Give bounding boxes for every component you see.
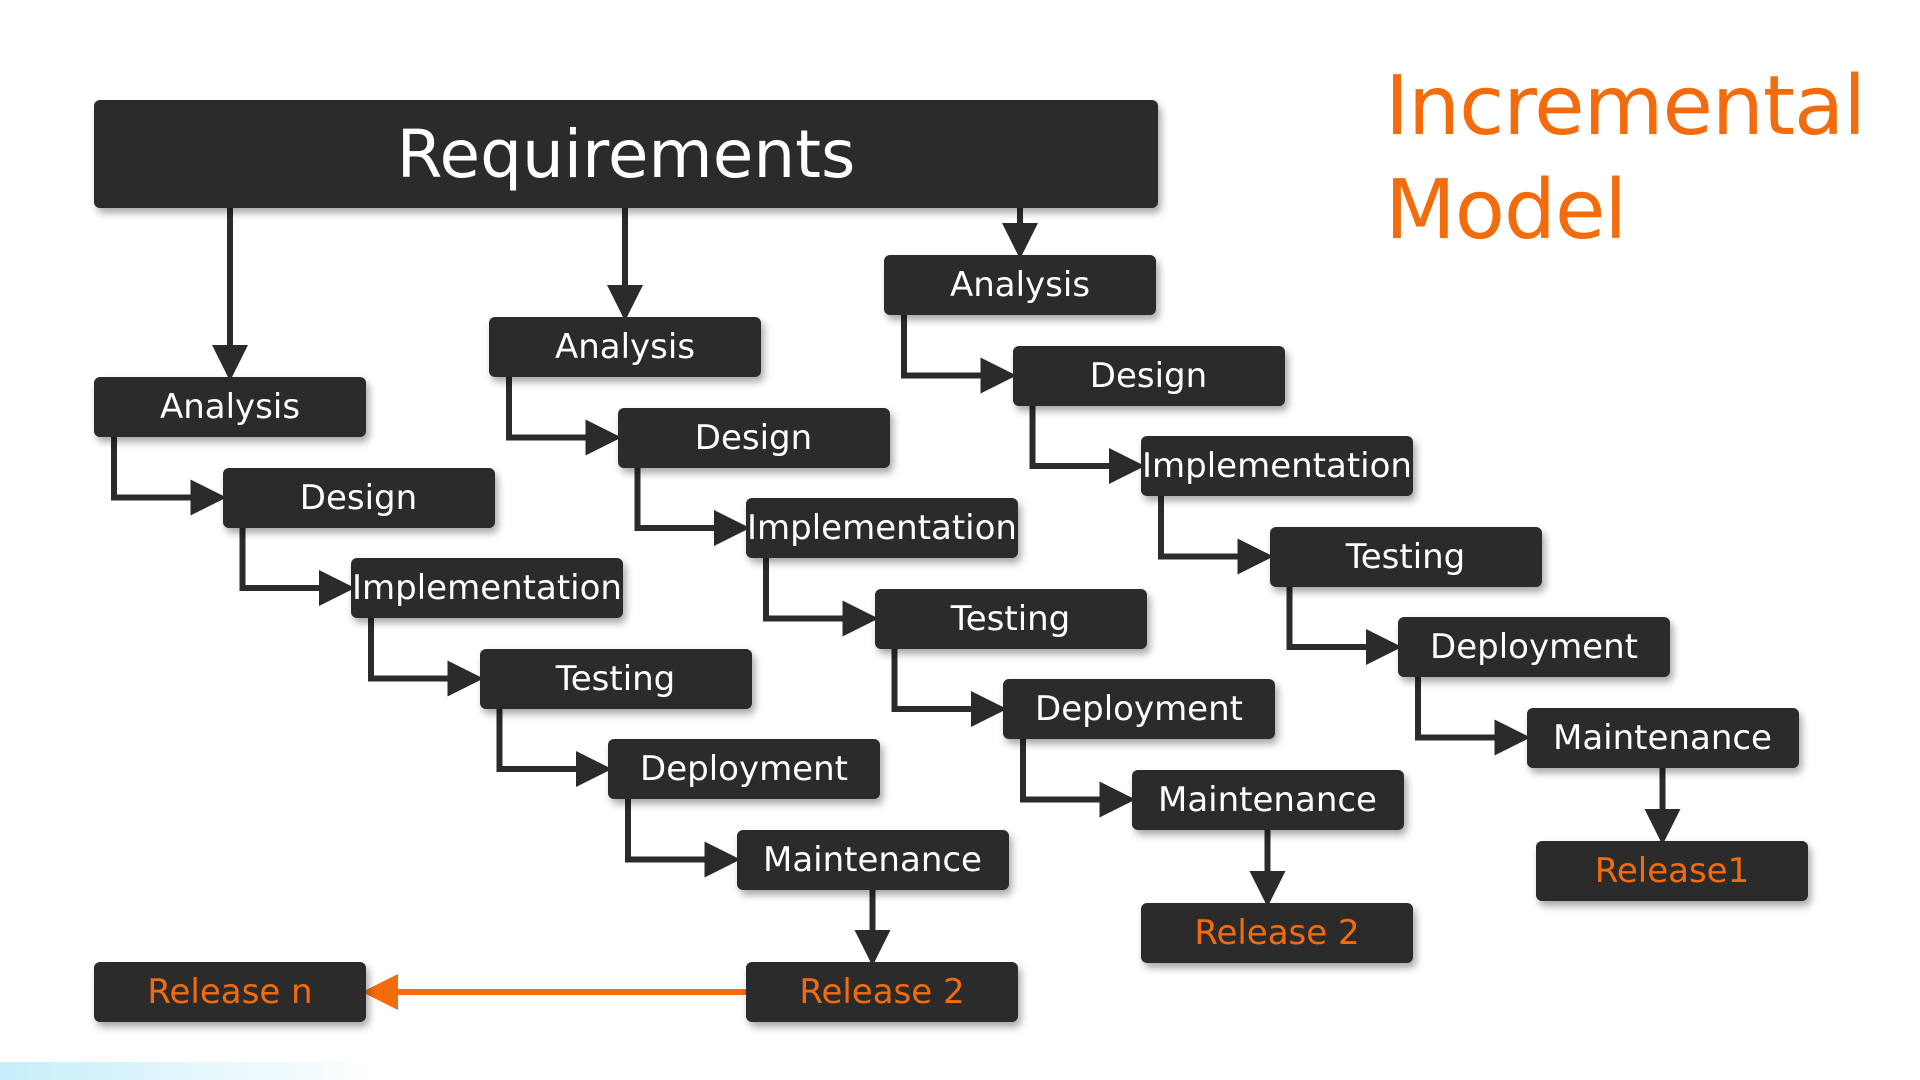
increment-3-analysis-label: Analysis: [949, 265, 1091, 305]
increment-2-analysis-box: Analysis: [489, 317, 761, 377]
increment-1-release-box: Release 2: [746, 962, 1018, 1022]
increment-2-step-arrow-5: [1020, 739, 1136, 818]
increment-3-implementation-box: Implementation: [1141, 436, 1413, 496]
increment-3-maintenance-label: Maintenance: [1553, 717, 1772, 758]
increment-2-step-arrow-4: [891, 648, 1007, 727]
increment-3-analysis-box: Analysis: [884, 255, 1156, 315]
increment-3-design-box: Design: [1012, 345, 1285, 406]
increment-2-release-label: Release 2: [1194, 913, 1360, 953]
increment-1-analysis-box: Analysis: [94, 377, 366, 437]
increment-2-design-box: Design: [617, 407, 890, 468]
final-release-label: Release n: [147, 972, 313, 1012]
increment-3-design-label: Design: [1089, 355, 1208, 396]
increment-3-deployment-box: Deployment: [1398, 617, 1670, 677]
increment-1-testing-label: Testing: [555, 658, 676, 699]
increment-1-maintenance-label: Maintenance: [763, 839, 982, 880]
increment-2-step-arrow-2: [634, 467, 750, 546]
increment-1-design-label: Design: [299, 477, 418, 518]
requirements-box: Requirements: [94, 100, 1158, 208]
increment-1-implementation-box: Implementation: [351, 558, 623, 618]
increment-3-step-arrow-4: [1286, 586, 1402, 665]
bottom-glow: [0, 1062, 380, 1080]
increment-1-implementation-label: Implementation: [352, 568, 622, 608]
title-line-1: Incremental: [1385, 59, 1866, 154]
increment-1-deployment-label: Deployment: [640, 749, 848, 789]
increment-3-step-arrow-2: [1029, 405, 1145, 484]
increment-2-maintenance-box: Maintenance: [1131, 769, 1404, 830]
increment-3-release-box: Release1: [1536, 841, 1808, 901]
increment-3-testing-box: Testing: [1269, 526, 1542, 587]
increment-1-step-arrow-1: [111, 437, 227, 516]
increment-2-deployment-label: Deployment: [1035, 689, 1243, 729]
increment-1-step-arrow-3: [368, 618, 484, 697]
final-release-box: Release n: [94, 962, 366, 1022]
increment-2-maintenance-label: Maintenance: [1158, 779, 1377, 820]
increment-1-design-box: Design: [222, 467, 495, 528]
increment-2-step-arrow-3: [763, 558, 879, 637]
increment-3-implementation-label: Implementation: [1142, 446, 1412, 486]
increment-1-analysis-label: Analysis: [159, 387, 301, 427]
increment-2-implementation-box: Implementation: [746, 498, 1018, 558]
increment-2-design-label: Design: [694, 417, 813, 458]
increment-1-step-arrow-2: [239, 527, 355, 606]
title-line-2: Model: [1385, 163, 1627, 258]
increment-2-implementation-label: Implementation: [747, 508, 1017, 548]
increment-3-step-arrow-5: [1415, 677, 1531, 756]
requirements-label: Requirements: [396, 115, 856, 193]
increment-2-step-arrow-1: [506, 377, 622, 456]
increment-1-deployment-box: Deployment: [608, 739, 880, 799]
increment-2-analysis-label: Analysis: [554, 327, 696, 367]
increment-2-release-box: Release 2: [1141, 903, 1413, 963]
diagram-title: Incremental Model: [1385, 55, 1866, 263]
increment-3-release-label: Release1: [1594, 851, 1750, 891]
increment-3-testing-label: Testing: [1345, 536, 1466, 577]
increment-3-maintenance-box: Maintenance: [1526, 707, 1799, 768]
increment-1-release-label: Release 2: [799, 972, 965, 1012]
increment-1-maintenance-box: Maintenance: [736, 829, 1009, 890]
increment-3-deployment-label: Deployment: [1430, 627, 1638, 667]
increment-1-testing-box: Testing: [479, 648, 752, 709]
increment-2-testing-label: Testing: [950, 598, 1071, 639]
increment-2-deployment-box: Deployment: [1003, 679, 1275, 739]
increment-3-step-arrow-1: [901, 315, 1017, 394]
increment-1-step-arrow-4: [496, 708, 612, 787]
increment-1-step-arrow-5: [625, 799, 741, 878]
increment-3-step-arrow-3: [1158, 496, 1274, 575]
increment-2-testing-box: Testing: [874, 588, 1147, 649]
